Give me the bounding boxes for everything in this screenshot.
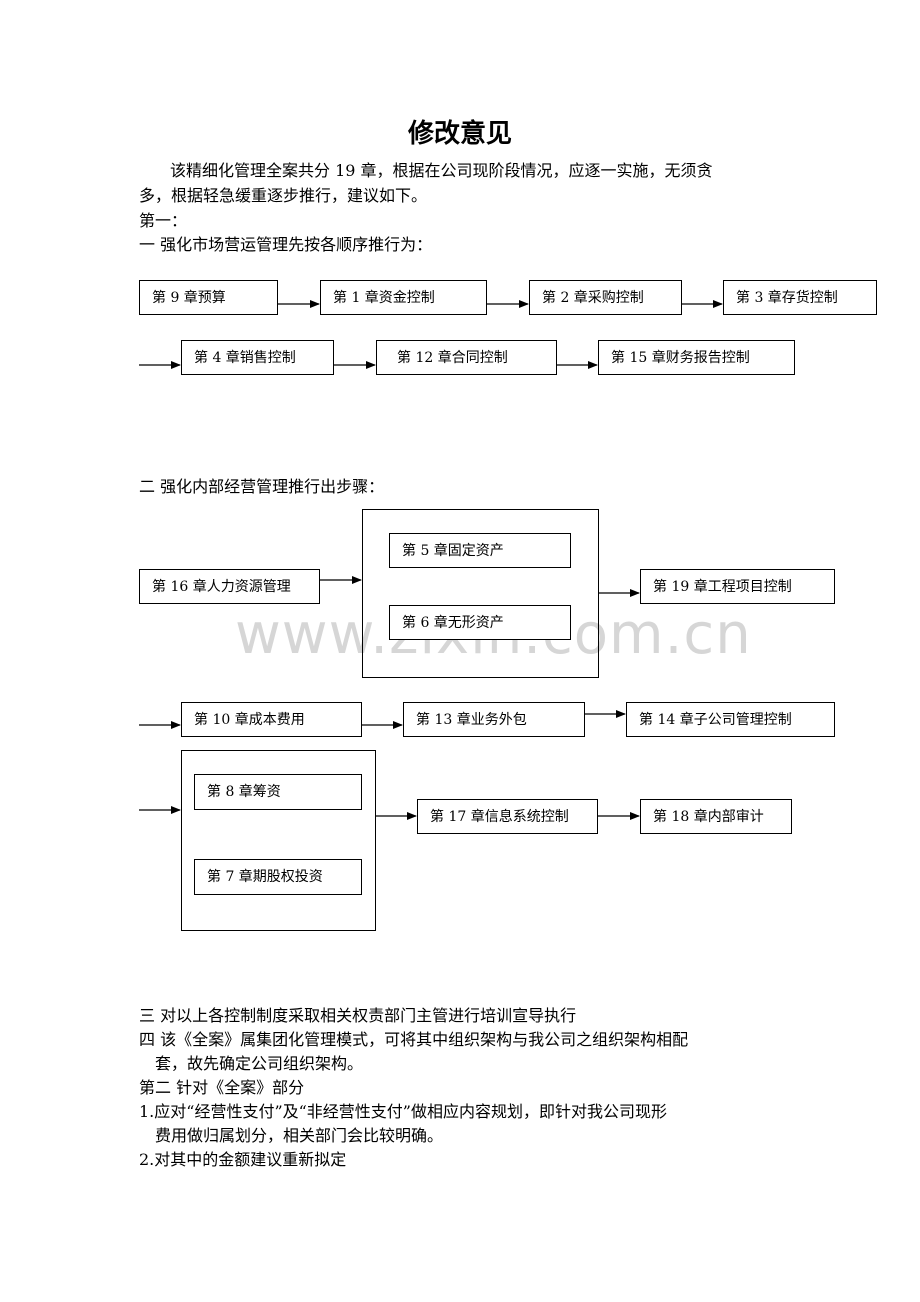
chapter-13-label: 第 13 章业务外包 [416, 711, 527, 728]
chapter-4-box: 第 4 章销售控制 [181, 340, 334, 375]
section4-line-2: 套，故先确定公司组织架构。 [155, 1054, 364, 1073]
chapter-19-label: 第 19 章工程项目控制 [653, 578, 792, 595]
section4-line-1: 四 该《全案》属集团化管理模式，可将其中组织架构与我公司之组织架构相配 [139, 1030, 689, 1049]
chapter-9-box: 第 9 章预算 [139, 280, 278, 315]
chapter-1-box: 第 1 章资金控制 [320, 280, 487, 315]
intro-line-1: 该精细化管理全案共分 19 章，根据在公司现阶段情况，应逐一实施，无须贪 [170, 161, 713, 180]
chapter-9-label: 第 9 章预算 [152, 289, 226, 306]
item1-line-2: 费用做归属划分，相关部门会比较明确。 [155, 1126, 444, 1145]
chapter-6-box: 第 6 章无形资产 [389, 605, 571, 640]
chapter-17-box: 第 17 章信息系统控制 [417, 799, 598, 834]
chapter-12-label: 第 12 章合同控制 [397, 349, 508, 366]
item2-text: 2.对其中的金额建议重新拟定 [139, 1150, 347, 1169]
chapter-8-box: 第 8 章筹资 [194, 774, 362, 810]
chapter-4-label: 第 4 章销售控制 [194, 349, 296, 366]
intro-line-2: 多，根据轻急缓重逐步推行，建议如下。 [139, 186, 428, 205]
part2-heading: 第二 针对《全案》部分 [139, 1078, 305, 1097]
chapter-3-label: 第 3 章存货控制 [736, 289, 838, 306]
chapter-17-label: 第 17 章信息系统控制 [430, 808, 569, 825]
section1-heading: 一 强化市场营运管理先按各顺序推行为： [139, 235, 433, 254]
section2-heading: 二 强化内部经营管理推行出步骤： [139, 477, 385, 496]
financing-group-frame [181, 750, 376, 931]
part1-label: 第一： [139, 211, 188, 230]
page-title: 修改意见 [407, 119, 512, 149]
chapter-19-box: 第 19 章工程项目控制 [640, 569, 835, 604]
chapter-7-label: 第 7 章期股权投资 [207, 869, 323, 885]
chapter-15-label: 第 15 章财务报告控制 [611, 349, 750, 366]
chapter-18-label: 第 18 章内部审计 [653, 808, 764, 825]
chapter-5-box: 第 5 章固定资产 [389, 533, 571, 568]
chapter-15-box: 第 15 章财务报告控制 [598, 340, 795, 375]
chapter-14-label: 第 14 章子公司管理控制 [639, 711, 792, 728]
chapter-2-box: 第 2 章采购控制 [529, 280, 682, 315]
chapter-3-box: 第 3 章存货控制 [723, 280, 877, 315]
chapter-18-box: 第 18 章内部审计 [640, 799, 792, 834]
chapter-16-label: 第 16 章人力资源管理 [152, 578, 291, 595]
chapter-2-label: 第 2 章采购控制 [542, 289, 644, 306]
chapter-12-box: 第 12 章合同控制 [376, 340, 557, 375]
assets-group-frame [362, 509, 599, 678]
chapter-1-label: 第 1 章资金控制 [333, 289, 435, 306]
item1-line-1: 1.应对“经营性支付”及“非经营性支付”做相应内容规划，即针对我公司现形 [139, 1102, 667, 1121]
chapter-13-box: 第 13 章业务外包 [403, 702, 585, 737]
section3-text: 三 对以上各控制制度采取相关权责部门主管进行培训宣导执行 [139, 1006, 577, 1025]
chapter-5-label: 第 5 章固定资产 [402, 542, 504, 559]
chapter-8-label: 第 8 章筹资 [207, 784, 281, 800]
chapter-10-box: 第 10 章成本费用 [181, 702, 362, 737]
chapter-7-box: 第 7 章期股权投资 [194, 859, 362, 895]
chapter-10-label: 第 10 章成本费用 [194, 711, 305, 728]
chapter-6-label: 第 6 章无形资产 [402, 614, 504, 631]
chapter-16-box: 第 16 章人力资源管理 [139, 569, 320, 604]
chapter-14-box: 第 14 章子公司管理控制 [626, 702, 835, 737]
